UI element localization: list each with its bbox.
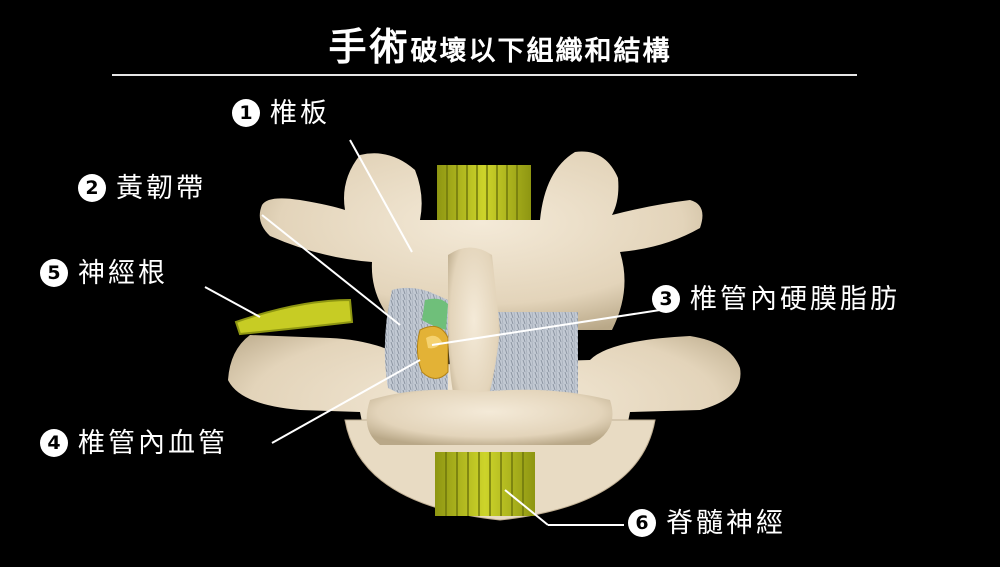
dura xyxy=(422,298,448,330)
label-text: 椎管內硬膜脂肪 xyxy=(690,284,900,315)
label-text: 椎板 xyxy=(270,98,330,129)
leader-1 xyxy=(349,139,413,253)
spinal-nerve-bottom xyxy=(435,452,535,516)
label-number: 5 xyxy=(40,259,68,287)
label-epidural-fat: 3 椎管內硬膜脂肪 xyxy=(652,284,900,316)
page-title: 手術破壞以下組織和結構 xyxy=(0,16,1000,71)
label-text: 神經根 xyxy=(78,258,168,289)
label-text: 椎管內血管 xyxy=(78,428,228,459)
label-number: 6 xyxy=(628,509,656,537)
title-divider xyxy=(112,74,857,76)
leader-6b xyxy=(504,489,549,526)
leader-2 xyxy=(261,214,401,326)
upper-vertebra xyxy=(259,151,703,330)
nerve-root xyxy=(234,298,354,336)
epidural-vessel xyxy=(426,335,442,349)
label-nerve-root: 5 神經根 xyxy=(40,258,168,290)
label-epidural-vessels: 4 椎管內血管 xyxy=(40,428,228,460)
label-lamina: 1 椎板 xyxy=(232,98,330,130)
leader-5 xyxy=(204,286,261,318)
lamina-bottom xyxy=(366,389,613,445)
title-main: 手術 xyxy=(328,25,411,69)
label-spinal-nerve: 6 脊髓神經 xyxy=(628,508,786,540)
label-number: 4 xyxy=(40,429,68,457)
label-number: 3 xyxy=(652,285,680,313)
label-number: 2 xyxy=(78,174,106,202)
label-number: 1 xyxy=(232,99,260,127)
label-ligamentum-flavum: 2 黃韌帶 xyxy=(78,173,206,205)
epidural-fat xyxy=(416,325,449,379)
leader-4 xyxy=(271,359,421,444)
leader-lines xyxy=(204,139,661,526)
leader-3 xyxy=(431,309,661,346)
spinal-nerve-top xyxy=(437,165,531,225)
label-text: 黃韌帶 xyxy=(116,173,206,204)
label-text: 脊髓神經 xyxy=(666,508,786,539)
title-sub: 破壞以下組織和結構 xyxy=(410,36,672,67)
